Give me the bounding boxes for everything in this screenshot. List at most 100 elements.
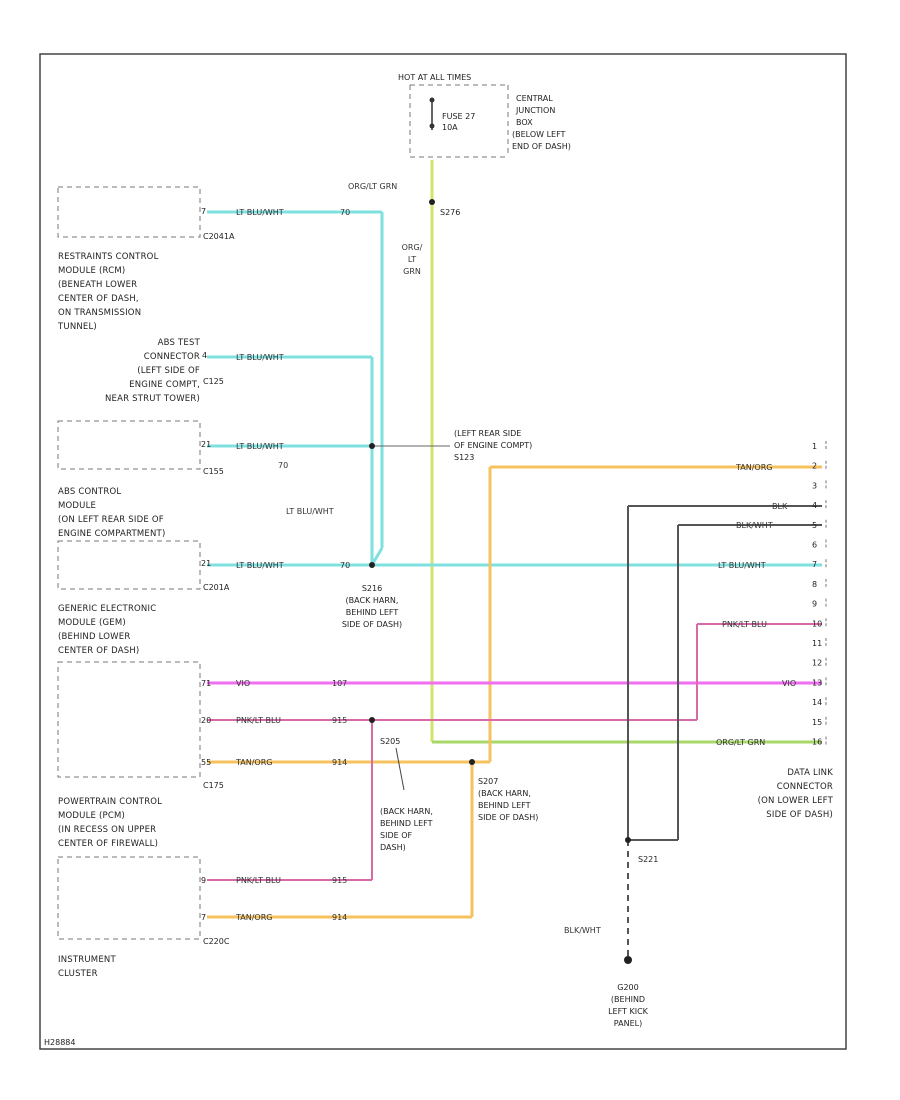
gem-module-label: GENERIC ELECTRONIC MODULE (GEM) (BEHIND …	[58, 604, 156, 656]
svg-text:SIDE OF DASH): SIDE OF DASH)	[478, 813, 538, 822]
svg-text:CONNECTOR: CONNECTOR	[144, 352, 200, 362]
cluster-connector: C220C	[203, 937, 230, 946]
abs-control-module-label: ABS CONTROL MODULE (ON LEFT REAR SIDE OF…	[58, 487, 165, 539]
pcm-module-label: POWERTRAIN CONTROL MODULE (PCM) (IN RECE…	[58, 797, 162, 849]
svg-text:ENGINE COMPT,: ENGINE COMPT,	[129, 380, 200, 390]
svg-text:END OF DASH): END OF DASH)	[512, 142, 571, 151]
svg-text:ON TRANSMISSION: ON TRANSMISSION	[58, 308, 141, 318]
dlc-pin-9: 9	[812, 600, 817, 609]
svg-text:SIDE OF DASH): SIDE OF DASH)	[766, 810, 833, 820]
dlc-pnk-label: PNK/LT BLU	[722, 620, 767, 629]
dlc-blk-wht-label: BLK/WHT	[736, 521, 773, 530]
svg-text:PANEL): PANEL)	[614, 1019, 642, 1028]
cluster-tan-label: TAN/ORG	[235, 913, 272, 922]
svg-text:(BEHIND: (BEHIND	[611, 995, 645, 1004]
pcm-tan-circuit: 914	[332, 758, 347, 767]
cluster-pin-7: 7	[201, 913, 206, 922]
splice-s276-label: S276	[440, 208, 460, 217]
svg-text:MODULE (GEM): MODULE (GEM)	[58, 618, 126, 628]
cluster-module-box	[57, 856, 201, 940]
svg-text:S123: S123	[454, 453, 474, 462]
cluster-module-label: INSTRUMENT CLUSTER	[58, 955, 116, 979]
footer-code: H28884	[44, 1038, 75, 1047]
restraints-circuit: 70	[340, 208, 350, 217]
abs-test-connector-label: ABS TEST CONNECTOR (LEFT SIDE OF ENGINE …	[105, 338, 200, 404]
wire-blk	[627, 505, 822, 841]
svg-text:CENTER OF DASH): CENTER OF DASH)	[58, 646, 139, 656]
splice-s123-label: (LEFT REAR SIDE OF ENGINE COMPT) S123	[454, 429, 532, 462]
svg-text:DASH): DASH)	[380, 843, 406, 852]
svg-text:CLUSTER: CLUSTER	[58, 969, 98, 979]
svg-text:(IN RECESS ON UPPER: (IN RECESS ON UPPER	[58, 825, 156, 835]
wire-tan-org	[207, 465, 822, 919]
svg-text:DATA LINK: DATA LINK	[787, 768, 833, 778]
svg-text:(ON LOWER LEFT: (ON LOWER LEFT	[758, 796, 834, 806]
central-junction-box	[409, 84, 509, 158]
pcm-pin-71: 71	[201, 679, 211, 688]
svg-text:BOX: BOX	[516, 118, 533, 127]
svg-text:MODULE (RCM): MODULE (RCM)	[58, 266, 125, 276]
abs-test-pin: 4	[202, 351, 207, 360]
svg-text:ABS CONTROL: ABS CONTROL	[58, 487, 121, 497]
gem-circuit: 70	[340, 561, 350, 570]
dlc-pin-3: 3	[812, 481, 817, 490]
svg-text:(BEHIND LOWER: (BEHIND LOWER	[58, 632, 130, 642]
dlc-pin-6: 6	[812, 541, 817, 550]
fuse-name: FUSE 27	[442, 112, 475, 121]
dlc-pin-15: 15	[812, 718, 822, 727]
splice-s221	[625, 837, 631, 843]
cluster-tan-circuit: 914	[332, 913, 347, 922]
fuse-terminal-top	[429, 97, 435, 103]
dlc-pin-12: 12	[812, 659, 822, 668]
pcm-tan-label: TAN/ORG	[235, 758, 272, 767]
splice-s216-label: S216 (BACK HARN, BEHIND LEFT SIDE OF DAS…	[342, 584, 402, 629]
abs-test-wire-label: LT BLU/WHT	[236, 353, 284, 362]
pcm-pin-55: 55	[201, 758, 211, 767]
fuse-terminal-bottom	[429, 123, 435, 129]
pcm-pnk-circuit: 915	[332, 716, 347, 725]
restraints-module-box	[57, 186, 201, 238]
svg-text:CONNECTOR: CONNECTOR	[777, 782, 833, 792]
gem-pin: 21	[201, 559, 211, 568]
pcm-pin-20: 20	[201, 716, 211, 725]
wire-label-lt-blu-wht-vertical: LT BLU/WHT	[286, 507, 334, 516]
dlc-pin-4: 4	[812, 501, 817, 510]
svg-text:(BENEATH LOWER: (BENEATH LOWER	[58, 280, 137, 290]
pcm-connector: C175	[203, 781, 224, 790]
central-junction-box-label: CENTRAL JUNCTION BOX (BELOW LEFT END OF …	[512, 94, 571, 151]
svg-text:OF ENGINE COMPT): OF ENGINE COMPT)	[454, 441, 532, 450]
wire-label-org-vertical: ORG/ LT GRN	[402, 243, 423, 276]
dlc-pin-1: 1	[812, 442, 817, 451]
restraints-wire-label: LT BLU/WHT	[236, 208, 284, 217]
splice-s207-label: S207 (BACK HARN, BEHIND LEFT SIDE OF DAS…	[478, 777, 538, 822]
svg-text:MODULE: MODULE	[58, 501, 96, 511]
dlc-pin-14: 14	[812, 698, 822, 707]
splice-s205	[369, 717, 375, 723]
dlc-pin-11: 11	[812, 639, 822, 648]
diagram-frame	[39, 53, 847, 1050]
svg-text:RESTRAINTS CONTROL: RESTRAINTS CONTROL	[58, 252, 159, 262]
ground-g200-label: G200 (BEHIND LEFT KICK PANEL)	[608, 983, 649, 1028]
svg-text:(LEFT REAR SIDE: (LEFT REAR SIDE	[454, 429, 521, 438]
svg-text:SIDE OF: SIDE OF	[380, 831, 412, 840]
dlc-pin-7: 7	[812, 560, 817, 569]
svg-text:(BACK HARN,: (BACK HARN,	[346, 596, 399, 605]
pcm-module-box	[57, 661, 201, 778]
dlc-vio-label: VIO	[782, 679, 796, 688]
svg-text:(BELOW LEFT: (BELOW LEFT	[512, 130, 566, 139]
gem-module-box	[57, 540, 201, 590]
wire-lt-blu-wht	[207, 210, 822, 567]
svg-text:SIDE OF DASH): SIDE OF DASH)	[342, 620, 402, 629]
svg-text:TUNNEL): TUNNEL)	[57, 322, 97, 332]
gem-connector: C201A	[203, 583, 230, 592]
dlc-pin-16: 16	[812, 738, 822, 747]
ground-wire-label: BLK/WHT	[564, 926, 601, 935]
svg-text:G200: G200	[617, 983, 638, 992]
dlc-blk-label: BLK	[772, 502, 788, 511]
dlc-pin-5: 5	[812, 521, 817, 530]
svg-text:CENTER OF FIREWALL): CENTER OF FIREWALL)	[58, 839, 158, 849]
svg-text:S216: S216	[362, 584, 382, 593]
abs-control-wire-label: LT BLU/WHT	[236, 442, 284, 451]
